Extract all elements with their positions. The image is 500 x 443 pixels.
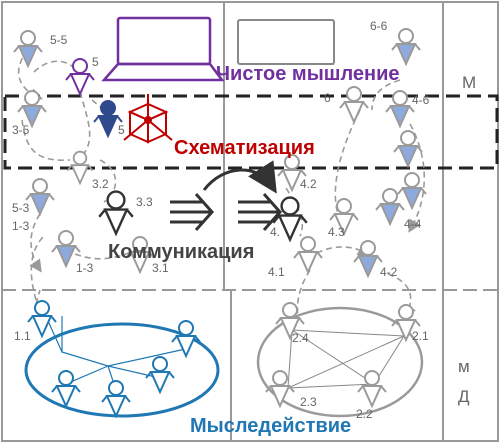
person-icon: [277, 154, 307, 193]
person-icon: [93, 100, 123, 139]
person-icon: [357, 370, 387, 409]
node-label: 2.3: [300, 395, 317, 409]
node-label: 4.2: [300, 177, 317, 191]
node-label: 4-2: [380, 265, 398, 279]
person-icon: [25, 178, 55, 217]
node-label: 5-3: [12, 201, 30, 215]
person-icon: [98, 190, 134, 237]
person-icon: [393, 130, 423, 169]
node-label: 6-6: [370, 19, 388, 33]
schema-cube-icon: [123, 94, 173, 144]
node-label: 1-3: [76, 261, 94, 275]
node-label: 1.1: [14, 329, 31, 343]
node-label: 5: [118, 123, 125, 137]
node-label: 3.1: [152, 261, 169, 275]
node-label: 1-3: [12, 219, 30, 233]
node-label: 4.: [270, 225, 280, 239]
laptop-icon: [101, 16, 225, 82]
triple-arrow-icon: [170, 193, 215, 231]
node-label: 3-5: [12, 123, 30, 137]
person-icon: [27, 300, 57, 339]
person-icon: [101, 380, 131, 419]
title-communication: Коммуникация: [108, 241, 254, 263]
title-thought-action: Мыследействие: [190, 415, 351, 437]
person-icon: [51, 230, 81, 269]
monitor-icon: [237, 19, 335, 65]
node-label: 6: [324, 91, 331, 105]
person-icon: [353, 240, 383, 279]
person-icon: [272, 196, 308, 243]
node-label: 4-4: [404, 217, 422, 231]
thought-action-ellipse-gray: [256, 306, 424, 418]
node-labels: 5-5 5 5 6-6 6 4-6 3-5 3.2 3.3 4.2 5-3 1-…: [12, 19, 430, 421]
person-icon: [17, 90, 47, 129]
side-label-m: М: [462, 73, 476, 92]
node-label: 3.3: [136, 195, 153, 209]
person-icon: [397, 172, 427, 211]
communication-arrows: [170, 160, 283, 231]
node-label: 5-5: [50, 33, 68, 47]
person-icon: [171, 320, 201, 359]
figures-layer: [13, 28, 427, 419]
person-icon: [385, 90, 415, 129]
node-label: 2.4: [292, 331, 309, 345]
node-label: 4.1: [268, 265, 285, 279]
title-pure-thinking: Чистое мышление: [216, 63, 400, 85]
person-icon: [145, 356, 175, 395]
person-icon: [329, 198, 359, 237]
person-icon: [391, 304, 421, 343]
node-label: 2.1: [412, 329, 429, 343]
person-icon: [293, 236, 323, 275]
node-label: 4.3: [328, 225, 345, 239]
person-icon: [125, 236, 155, 275]
node-label: 2.2: [356, 407, 373, 421]
person-icon: [65, 58, 95, 97]
side-label-md-bottom: Д: [458, 387, 470, 406]
person-icon: [339, 86, 369, 125]
person-icon: [391, 28, 421, 67]
person-icon: [13, 30, 43, 69]
person-icon: [66, 150, 94, 186]
node-label: 5: [92, 55, 99, 69]
person-icon: [51, 370, 81, 409]
node-label: 4-6: [412, 93, 430, 107]
triple-arrow-icon-2: [238, 193, 283, 231]
person-icon: [265, 370, 295, 409]
node-label: 3.2: [92, 177, 109, 191]
title-schematization: Схематизация: [174, 137, 315, 159]
person-icon: [275, 302, 305, 341]
side-label-md-top: м: [458, 357, 470, 376]
person-icon: [375, 188, 405, 227]
thought-action-ellipse-blue: [24, 322, 220, 418]
